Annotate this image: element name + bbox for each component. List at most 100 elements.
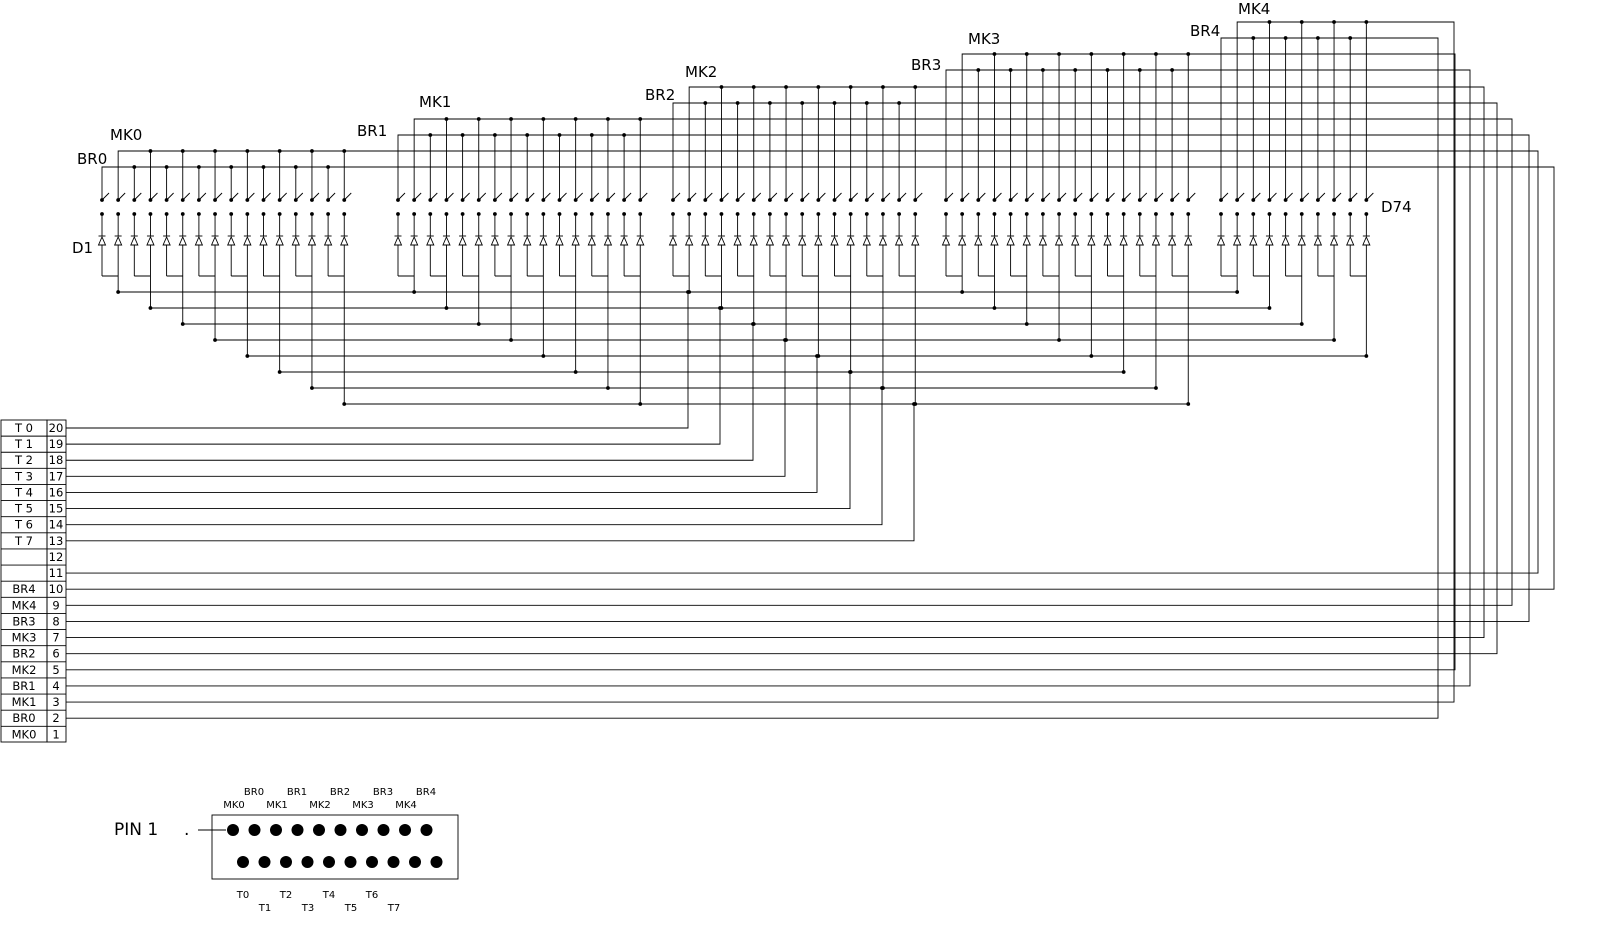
switch-contact-dot (992, 212, 997, 216)
diode-symbol (490, 235, 500, 246)
switch-contact-dot (897, 198, 901, 202)
diode-symbol (862, 235, 871, 246)
switch-contact-dot (1267, 212, 1272, 216)
junction-dot (412, 290, 417, 294)
diode-symbol (259, 235, 268, 246)
switch-contact-dot (509, 212, 513, 216)
junction-dot (509, 117, 513, 121)
junction-dot (1089, 52, 1094, 56)
switch-contact-dot (1299, 212, 1304, 216)
diode-symbol (130, 235, 139, 246)
switch-contact-dot (703, 212, 708, 216)
header-top-label: MK1 (266, 800, 288, 811)
diode-symbol (846, 235, 855, 246)
t-line (66, 324, 754, 461)
switch-contact-dot (460, 212, 465, 216)
switch-contact-dot (800, 212, 805, 216)
switch-contact-dot (687, 198, 692, 202)
junction-dot (880, 386, 884, 390)
t-line (66, 340, 786, 477)
junction-dot (589, 133, 594, 137)
diode-symbol (275, 235, 284, 246)
junction-dot (476, 322, 481, 326)
diode-symbol (458, 235, 467, 246)
junction-dot (1332, 20, 1336, 24)
mk-bus-line (66, 21, 1455, 703)
junction-dot (832, 101, 837, 105)
junction-dot (1041, 68, 1045, 72)
connector-pin-number: 6 (52, 647, 59, 661)
junction-dot (1283, 36, 1288, 40)
switch-contact-dot (148, 212, 153, 216)
header-pin-top (248, 824, 261, 836)
junction-dot (784, 85, 788, 89)
junction-dot (541, 117, 546, 121)
header-top-label: MK4 (395, 800, 417, 811)
switch-contact-dot (1235, 212, 1240, 216)
switch-contact-dot (277, 212, 282, 216)
switch-contact-dot (197, 198, 201, 202)
junction-dot (1364, 20, 1369, 24)
diode-symbol (1362, 235, 1371, 246)
junction-dot (277, 370, 282, 374)
switch-contact-dot (444, 198, 449, 202)
switch-contact-dot (180, 212, 185, 216)
switch-contact-dot (719, 198, 724, 202)
br-label: BR3 (911, 56, 941, 74)
junction-dot (912, 402, 916, 406)
switch-contact-dot (1348, 212, 1353, 216)
switch-contact-dot (1332, 212, 1336, 216)
diode-symbol (1329, 235, 1339, 246)
junction-dot (1137, 68, 1142, 72)
switch-contact-dot (848, 212, 853, 216)
header-pin-top (356, 824, 368, 836)
diode-symbol (555, 235, 564, 246)
switch-contact-dot (864, 212, 869, 216)
diode-symbol (636, 235, 645, 246)
junction-dot (606, 117, 610, 121)
switch-contact-dot (1267, 198, 1272, 202)
diode-symbol (1119, 235, 1128, 246)
junction-dot (751, 85, 756, 89)
junction-dot (310, 149, 314, 153)
connector-pin-number: 7 (52, 631, 59, 645)
switch-contact-dot (622, 198, 626, 202)
junction-dot (768, 101, 772, 105)
junction-dot (245, 354, 250, 358)
switch-contact-dot (164, 198, 169, 202)
switch-contact-dot (589, 212, 594, 216)
diode-symbol (146, 235, 155, 246)
diode-symbol (1038, 235, 1048, 246)
connector-pin-number: 10 (49, 582, 64, 596)
connector-pin-number: 17 (49, 469, 64, 483)
connector-pin-number: 5 (52, 663, 59, 677)
header-top-label: BR4 (416, 787, 436, 798)
switch-contact-dot (557, 198, 562, 202)
diode-symbol (733, 235, 742, 246)
switch-contact-dot (1137, 198, 1142, 202)
switch-contact-dot (1089, 212, 1094, 216)
header-pin-top (377, 824, 390, 836)
header-pin-bottom (301, 856, 314, 868)
diode-symbol (1313, 235, 1323, 246)
switch-contact-dot (784, 212, 788, 216)
junction-dot (132, 165, 137, 169)
junction-dot (444, 306, 449, 310)
switch-contact-dot (768, 212, 772, 216)
diode-symbol (307, 235, 317, 246)
diode-symbol (894, 235, 904, 246)
connector-signal-name: T 0 (14, 421, 33, 435)
switch-contact-dot (1316, 198, 1320, 202)
header-pin-top (313, 824, 325, 836)
switch-contact-dot (476, 198, 481, 202)
junction-dot (261, 165, 266, 169)
junction-dot (1024, 52, 1029, 56)
junction-dot (1057, 52, 1061, 56)
switch-contact-dot (848, 198, 853, 202)
diode-symbol (619, 235, 629, 246)
connector-pin-number: 20 (49, 421, 64, 435)
junction-dot (326, 165, 330, 169)
mk-label: MK0 (110, 126, 142, 144)
connector-pin-number: 18 (49, 453, 64, 467)
switch-contact-dot (687, 212, 692, 216)
